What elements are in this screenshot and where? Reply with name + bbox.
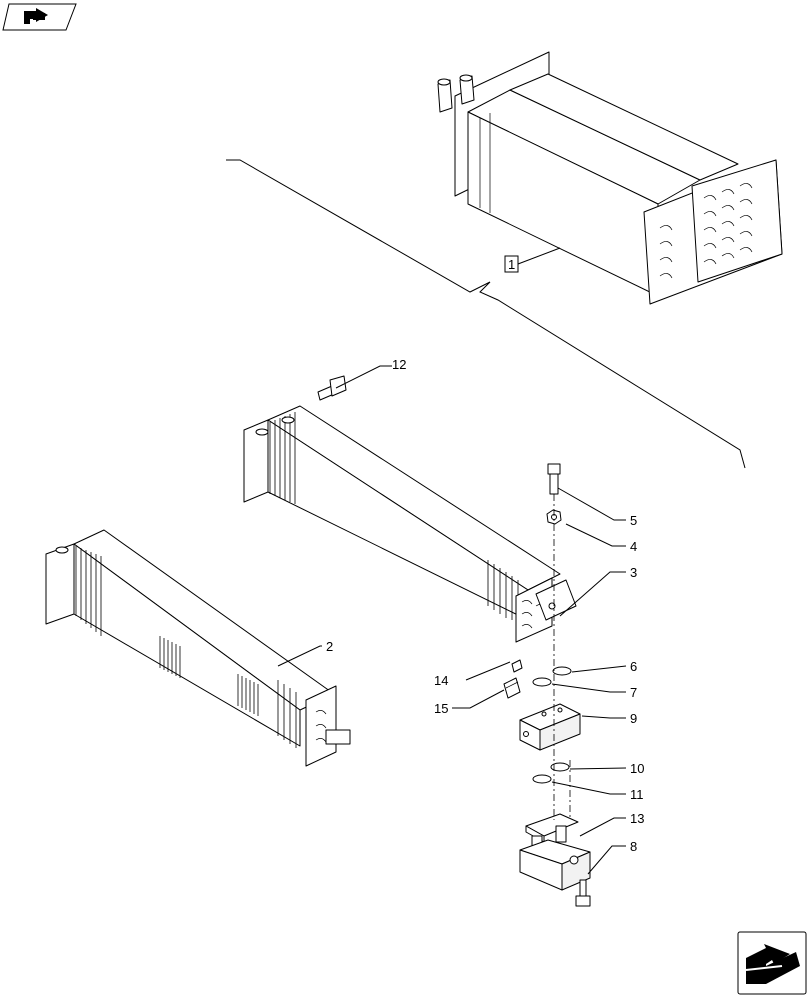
sensor-14-15-illustration xyxy=(503,659,523,699)
callout-2[interactable]: 2 xyxy=(326,639,333,654)
bolt-8-illustration xyxy=(575,879,591,907)
callout-9[interactable]: 9 xyxy=(630,711,637,726)
callout-5[interactable]: 5 xyxy=(630,513,637,528)
valve-housing-13-illustration xyxy=(519,813,591,891)
callout-11[interactable]: 11 xyxy=(630,787,644,802)
evaporator-assembly-illustration xyxy=(437,51,783,305)
next-arrow-icon[interactable] xyxy=(737,931,807,995)
o-ring-6-illustration xyxy=(552,666,572,676)
o-ring-7-illustration xyxy=(532,677,552,687)
o-ring-11-illustration xyxy=(532,774,552,784)
evaporator-core-2-illustration xyxy=(45,529,351,767)
callout-1[interactable]: 1 xyxy=(504,255,519,273)
callout-10[interactable]: 10 xyxy=(630,761,644,776)
evaporator-core-illustration xyxy=(243,405,577,643)
bolt-5-illustration xyxy=(547,463,561,495)
callout-7[interactable]: 7 xyxy=(630,685,637,700)
callout-14[interactable]: 14 xyxy=(434,673,448,688)
o-ring-10-illustration xyxy=(550,762,570,772)
callout-13[interactable]: 13 xyxy=(630,811,644,826)
callout-15[interactable]: 15 xyxy=(434,701,448,716)
callout-4[interactable]: 4 xyxy=(630,539,637,554)
bolt-12-illustration xyxy=(317,375,347,401)
assembly-leader-line xyxy=(226,159,746,469)
callout-12[interactable]: 12 xyxy=(392,357,406,372)
callout-3[interactable]: 3 xyxy=(630,565,637,580)
valve-block-9-illustration xyxy=(519,703,581,751)
callout-6[interactable]: 6 xyxy=(630,659,637,674)
callout-8[interactable]: 8 xyxy=(630,839,637,854)
svg-text:1: 1 xyxy=(508,257,515,272)
back-arrow-icon[interactable] xyxy=(2,3,77,31)
